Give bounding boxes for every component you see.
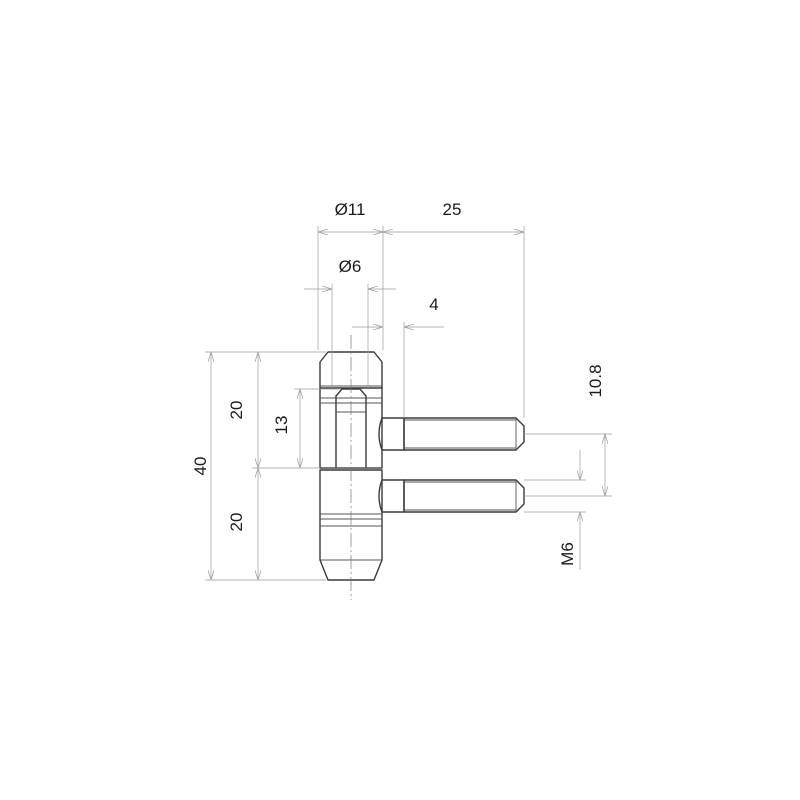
dim-outer-diameter: Ø11 [335,200,366,219]
dim-pin-length: 25 [443,200,462,219]
dim-upper-height: 20 [227,401,246,420]
dim-offset: 4 [429,295,438,314]
dimension-lines [205,226,612,581]
dim-overall-height: 40 [191,457,210,476]
dim-lower-height: 20 [227,513,246,532]
dim-inner-diameter: Ø6 [339,257,362,276]
dim-thread: M6 [558,542,577,566]
dim-pin-spacing: 10.8 [586,364,605,397]
hinge-body [319,351,525,581]
dim-insert-depth: 13 [272,416,291,435]
